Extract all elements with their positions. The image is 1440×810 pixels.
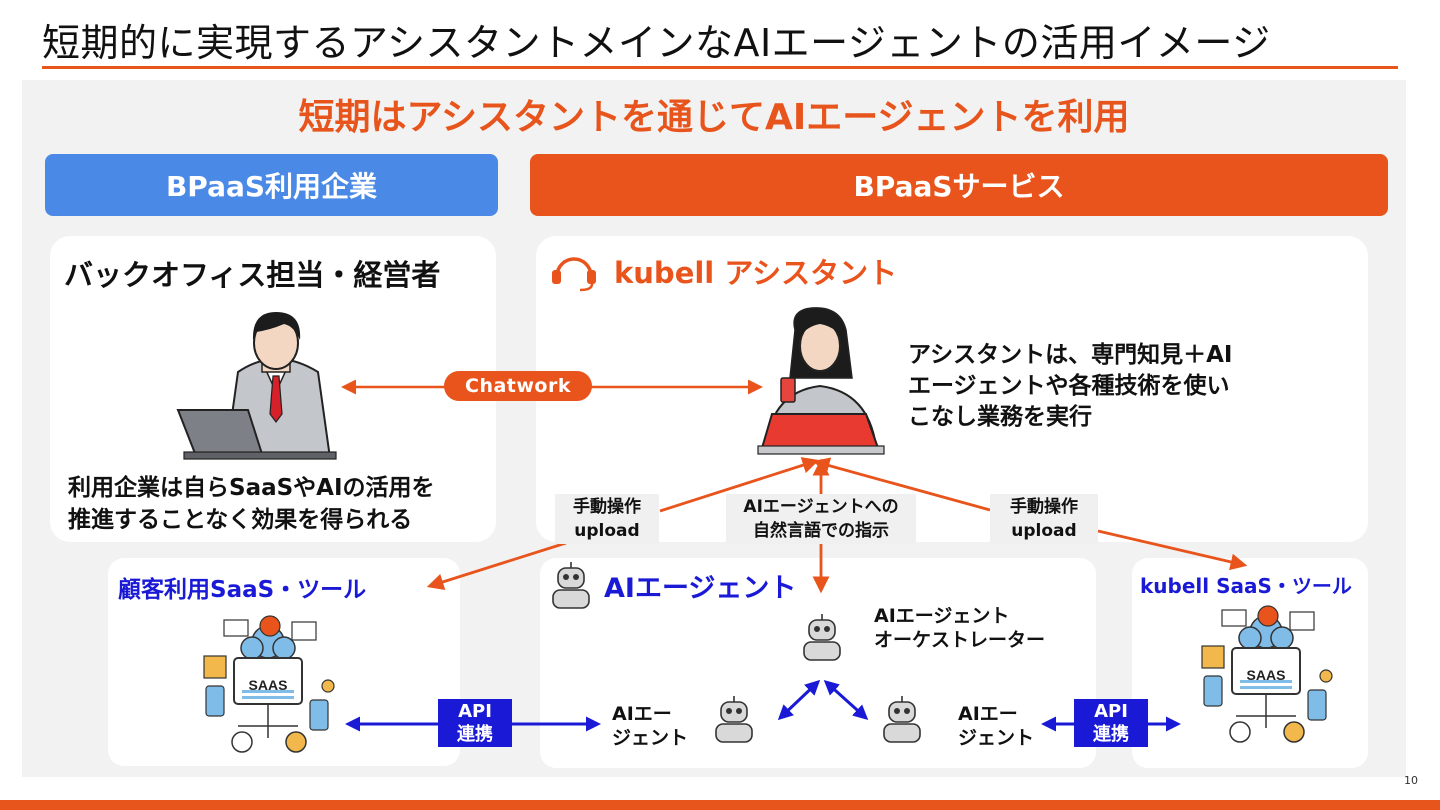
- agent-left-label-line: AIエー: [612, 703, 672, 725]
- api-line: 連携: [1093, 724, 1129, 745]
- ai-agent-heading: AIエージェント: [604, 573, 797, 604]
- agent-right-label-line: AIエー: [958, 703, 1018, 725]
- saas-illustration-left: [203, 615, 335, 753]
- assistant-desc-line: こなし業務を実行: [908, 404, 1092, 430]
- note-line: AIエージェントへの: [743, 497, 899, 517]
- chatwork-label-text: Chatwork: [465, 375, 571, 397]
- robot-icon: [715, 696, 753, 743]
- assistant-desc-line: エージェントや各種技術を使い: [908, 373, 1230, 399]
- headset-icon: [552, 257, 596, 292]
- assistant-description: アシスタントは、専門知見＋AI エージェントや各種技術を使い こなし業務を実行: [908, 340, 1232, 433]
- note-line: 自然言語での指示: [753, 521, 889, 541]
- agent-right-label-line: ジェント: [958, 727, 1035, 749]
- kubell-saas-heading: kubell SaaS・ツール: [1140, 574, 1352, 598]
- banner-service-label: BPaaSサービス: [853, 170, 1065, 203]
- title-underline: [42, 66, 1398, 69]
- customer-saas-heading: 顧客利用SaaS・ツール: [118, 577, 367, 603]
- banner-bpaas-service: BPaaSサービス: [530, 154, 1388, 216]
- agent-left-label: AIエー ジェント: [612, 702, 688, 750]
- saas-label-left: SAAS: [249, 677, 288, 693]
- page-number: 10: [1404, 774, 1418, 787]
- assistant-woman-illustration: [757, 307, 885, 455]
- agent-left-label-line: ジェント: [612, 727, 689, 749]
- agent-right-label: AIエー ジェント: [958, 702, 1034, 750]
- page-title: 短期的に実現するアシスタントメインなAIエージェントの活用イメージ: [42, 21, 1271, 65]
- client-desc-line: 利用企業は自らSaaSやAIの活用を: [68, 475, 435, 501]
- api-line: API: [458, 701, 492, 722]
- robot-icon: [803, 614, 841, 661]
- natural-language-instruction-note: AIエージェントへの 自然言語での指示: [726, 494, 916, 544]
- footer-bar: [0, 800, 1440, 810]
- api-line: API: [1094, 701, 1128, 722]
- orchestrator-label: AIエージェント オーケストレーター: [874, 604, 1045, 652]
- businessman-illustration: [176, 312, 337, 460]
- api-integration-left: API 連携: [438, 699, 512, 747]
- robot-icon: [552, 562, 590, 609]
- note-line: 手動操作: [573, 497, 641, 517]
- saas-label-right: SAAS: [1247, 667, 1286, 683]
- agent-network-arrows: [777, 679, 869, 721]
- banner-client-label: BPaaS利用企業: [165, 170, 378, 203]
- api-integration-right: API 連携: [1074, 699, 1148, 747]
- note-line: 手動操作: [1010, 497, 1078, 517]
- client-heading: バックオフィス担当・経営者: [64, 258, 441, 292]
- api-line: 連携: [457, 724, 493, 745]
- note-line: upload: [574, 521, 640, 541]
- robot-icon: [883, 696, 921, 743]
- assistant-heading: kubell アシスタント: [614, 256, 898, 290]
- saas-illustration-right: [1201, 605, 1333, 743]
- orchestrator-label-line: AIエージェント: [874, 605, 1010, 627]
- chatwork-label: Chatwork: [444, 371, 592, 401]
- note-line: upload: [1011, 521, 1077, 541]
- client-desc-line: 推進することなく効果を得られる: [68, 507, 413, 533]
- assistant-desc-line: アシスタントは、専門知見＋AI: [908, 342, 1233, 368]
- manual-upload-note-right: 手動操作 upload: [990, 494, 1098, 544]
- headline: 短期はアシスタントを通じてAIエージェントを利用: [298, 97, 1130, 138]
- banner-bpaas-client: BPaaS利用企業: [45, 154, 498, 216]
- orchestrator-label-line: オーケストレーター: [874, 629, 1046, 651]
- manual-upload-note-left: 手動操作 upload: [555, 494, 659, 544]
- client-description: 利用企業は自らSaaSやAIの活用を 推進することなく効果を得られる: [68, 472, 435, 536]
